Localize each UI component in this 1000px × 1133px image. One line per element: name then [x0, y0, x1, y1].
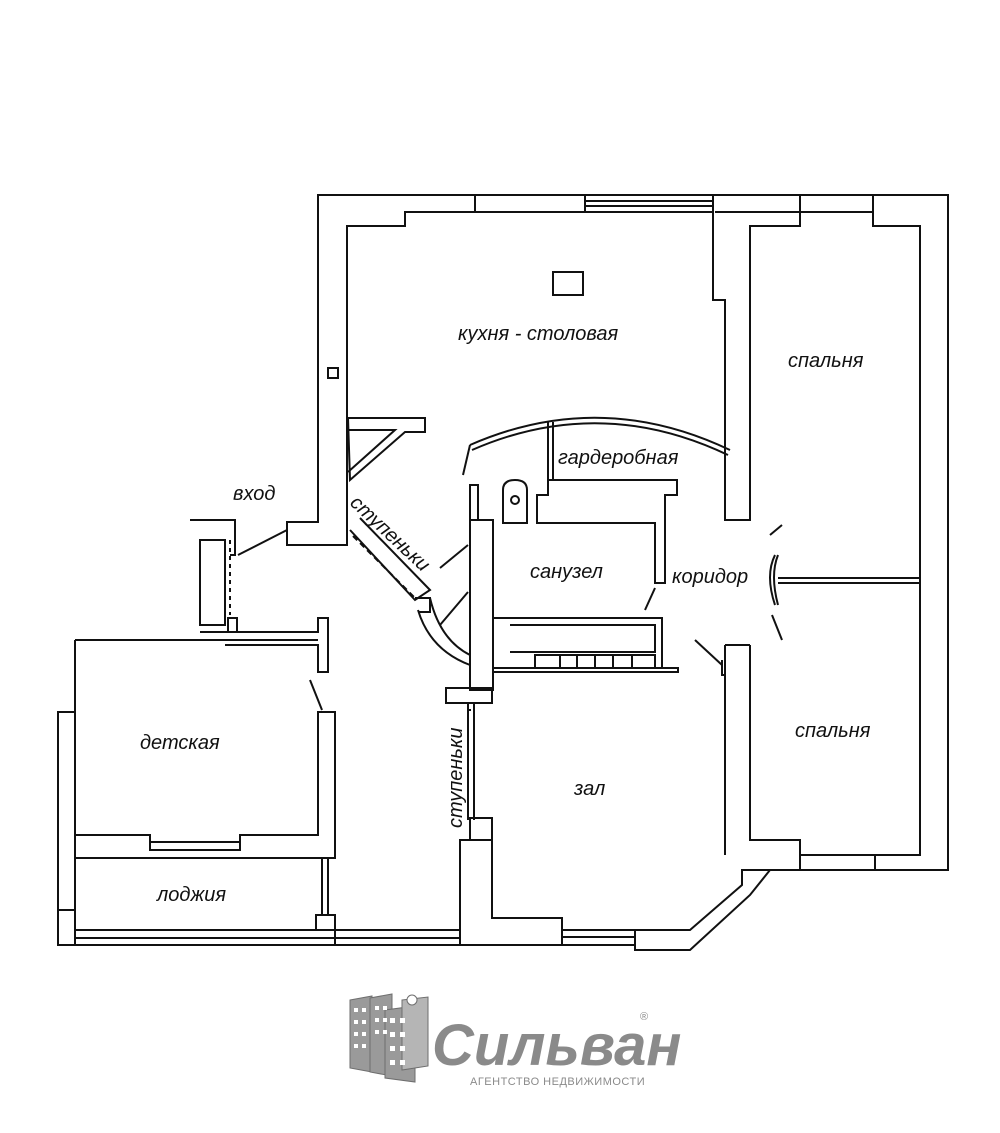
steps-upper-label: ступеньки [346, 492, 434, 577]
kitchen-label: кухня - столовая [458, 323, 619, 345]
bedroom-bottom-label: спальня [795, 720, 871, 742]
wardrobe-block [502, 422, 678, 584]
loggia-label: лоджия [156, 884, 226, 906]
entrance-label: вход [233, 483, 275, 505]
entrance-walls [190, 519, 329, 673]
kitchen-arc-inner [471, 422, 729, 456]
room-labels: кухня - столовая спальня гардеробная вхо… [140, 323, 871, 906]
vent-shaft [327, 367, 339, 379]
kids-room-label: детская [140, 732, 220, 754]
stairs-arc [417, 609, 471, 666]
logo-registered-mark: ® [640, 1011, 648, 1023]
kitchen-island [552, 271, 584, 296]
logo-name: Сильван [432, 1013, 681, 1078]
steps-lower-label: ступеньки [445, 728, 467, 828]
buildings-icon [349, 993, 429, 1083]
bathroom-label: санузел [530, 561, 603, 583]
bedroom-top-label: спальня [788, 350, 864, 372]
corridor-label: коридор [672, 566, 748, 588]
kids-room-walls [57, 639, 336, 915]
logo-subtitle: АГЕНТСТВО НЕДВИЖИМОСТИ [470, 1076, 645, 1088]
bathroom-block [469, 484, 679, 691]
loggia-walls [57, 858, 460, 946]
company-logo: Сильван ® АГЕНТСТВО НЕДВИЖИМОСТИ [349, 993, 681, 1088]
steps-upper-structure [346, 417, 432, 602]
wardrobe-label: гардеробная [558, 447, 679, 469]
steps-lower-structure [445, 687, 493, 841]
kitchen-arc [469, 416, 731, 451]
outer-walls [286, 194, 949, 951]
hall-label: зал [573, 778, 605, 800]
corridor-doors [644, 524, 920, 676]
